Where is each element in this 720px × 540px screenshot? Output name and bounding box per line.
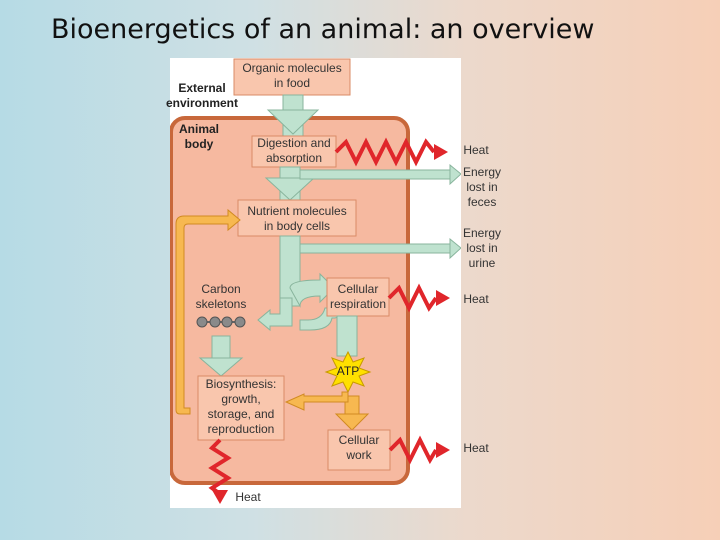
- organic-molecules-box: [233, 58, 351, 96]
- biosynthesis-label: Biosynthesis: growth, storage, and repro…: [205, 377, 277, 436]
- biosynthesis-flow-head: [198, 357, 244, 377]
- food-flow-head: [266, 109, 320, 135]
- heat-work-head: [436, 442, 450, 458]
- cellular-work-label: Cellular work: [338, 433, 380, 462]
- heat-biosynthesis-label: Heat: [235, 490, 261, 504]
- heat-digestion-label: Heat: [463, 143, 489, 157]
- carbon-skeletons-label: Carbon skeletons: [195, 282, 247, 311]
- digestion-label: Digestion and absorption: [257, 136, 331, 165]
- animal-body-label: Animal body: [178, 122, 219, 151]
- heat-work-zigzag: [388, 435, 438, 465]
- external-environment-label: External environment: [165, 81, 238, 110]
- skeleton-bead-1: [196, 316, 208, 328]
- heat-digestion-head: [434, 144, 448, 160]
- heat-biosynthesis-zigzag: [208, 438, 232, 496]
- skeleton-bead-4: [234, 316, 246, 328]
- feces-arrow-head: [449, 163, 461, 186]
- atp-work-head: [334, 413, 370, 431]
- energy-urine-label: Energy lost in urine: [462, 226, 502, 270]
- atp-biosynthesis-arrow: [284, 391, 349, 411]
- skeleton-branch: [257, 297, 293, 332]
- skeleton-bead-2: [209, 316, 221, 328]
- cellular-respiration-label: Cellular respiration: [329, 282, 387, 311]
- heat-biosynthesis-head: [212, 490, 228, 504]
- nutrient-box: [237, 199, 357, 237]
- heat-digestion-zigzag: [334, 137, 436, 167]
- feedback-loop-arrow: [175, 208, 241, 415]
- bioenergetics-figure: External environment Animal body Organic…: [166, 58, 501, 508]
- urine-arrow-head: [449, 237, 461, 260]
- slide-title: Bioenergetics of an animal: an overview: [51, 14, 595, 45]
- urine-arrow-shaft: [299, 243, 451, 254]
- heat-respiration-label: Heat: [463, 292, 489, 306]
- heat-respiration-head: [436, 290, 450, 306]
- diagram-graphics: [170, 58, 461, 504]
- biosynthesis-box: [197, 375, 285, 441]
- skeleton-bead-3: [221, 316, 233, 328]
- atp-label: ATP: [336, 364, 360, 378]
- biosynthesis-flow-shaft: [211, 335, 231, 362]
- nutrient-molecules-label: Nutrient molecules in body cells: [247, 204, 347, 233]
- heat-respiration-zigzag: [387, 283, 438, 313]
- organic-molecules-label: Organic molecules in food: [242, 61, 342, 90]
- cellular-work-box: [327, 429, 391, 471]
- respiration-atp-shaft: [336, 315, 358, 357]
- energy-feces-label: Energy lost in feces: [462, 165, 502, 209]
- feces-arrow-shaft: [299, 169, 451, 180]
- digestion-flow-head: [264, 177, 316, 201]
- heat-work-label: Heat: [463, 441, 489, 455]
